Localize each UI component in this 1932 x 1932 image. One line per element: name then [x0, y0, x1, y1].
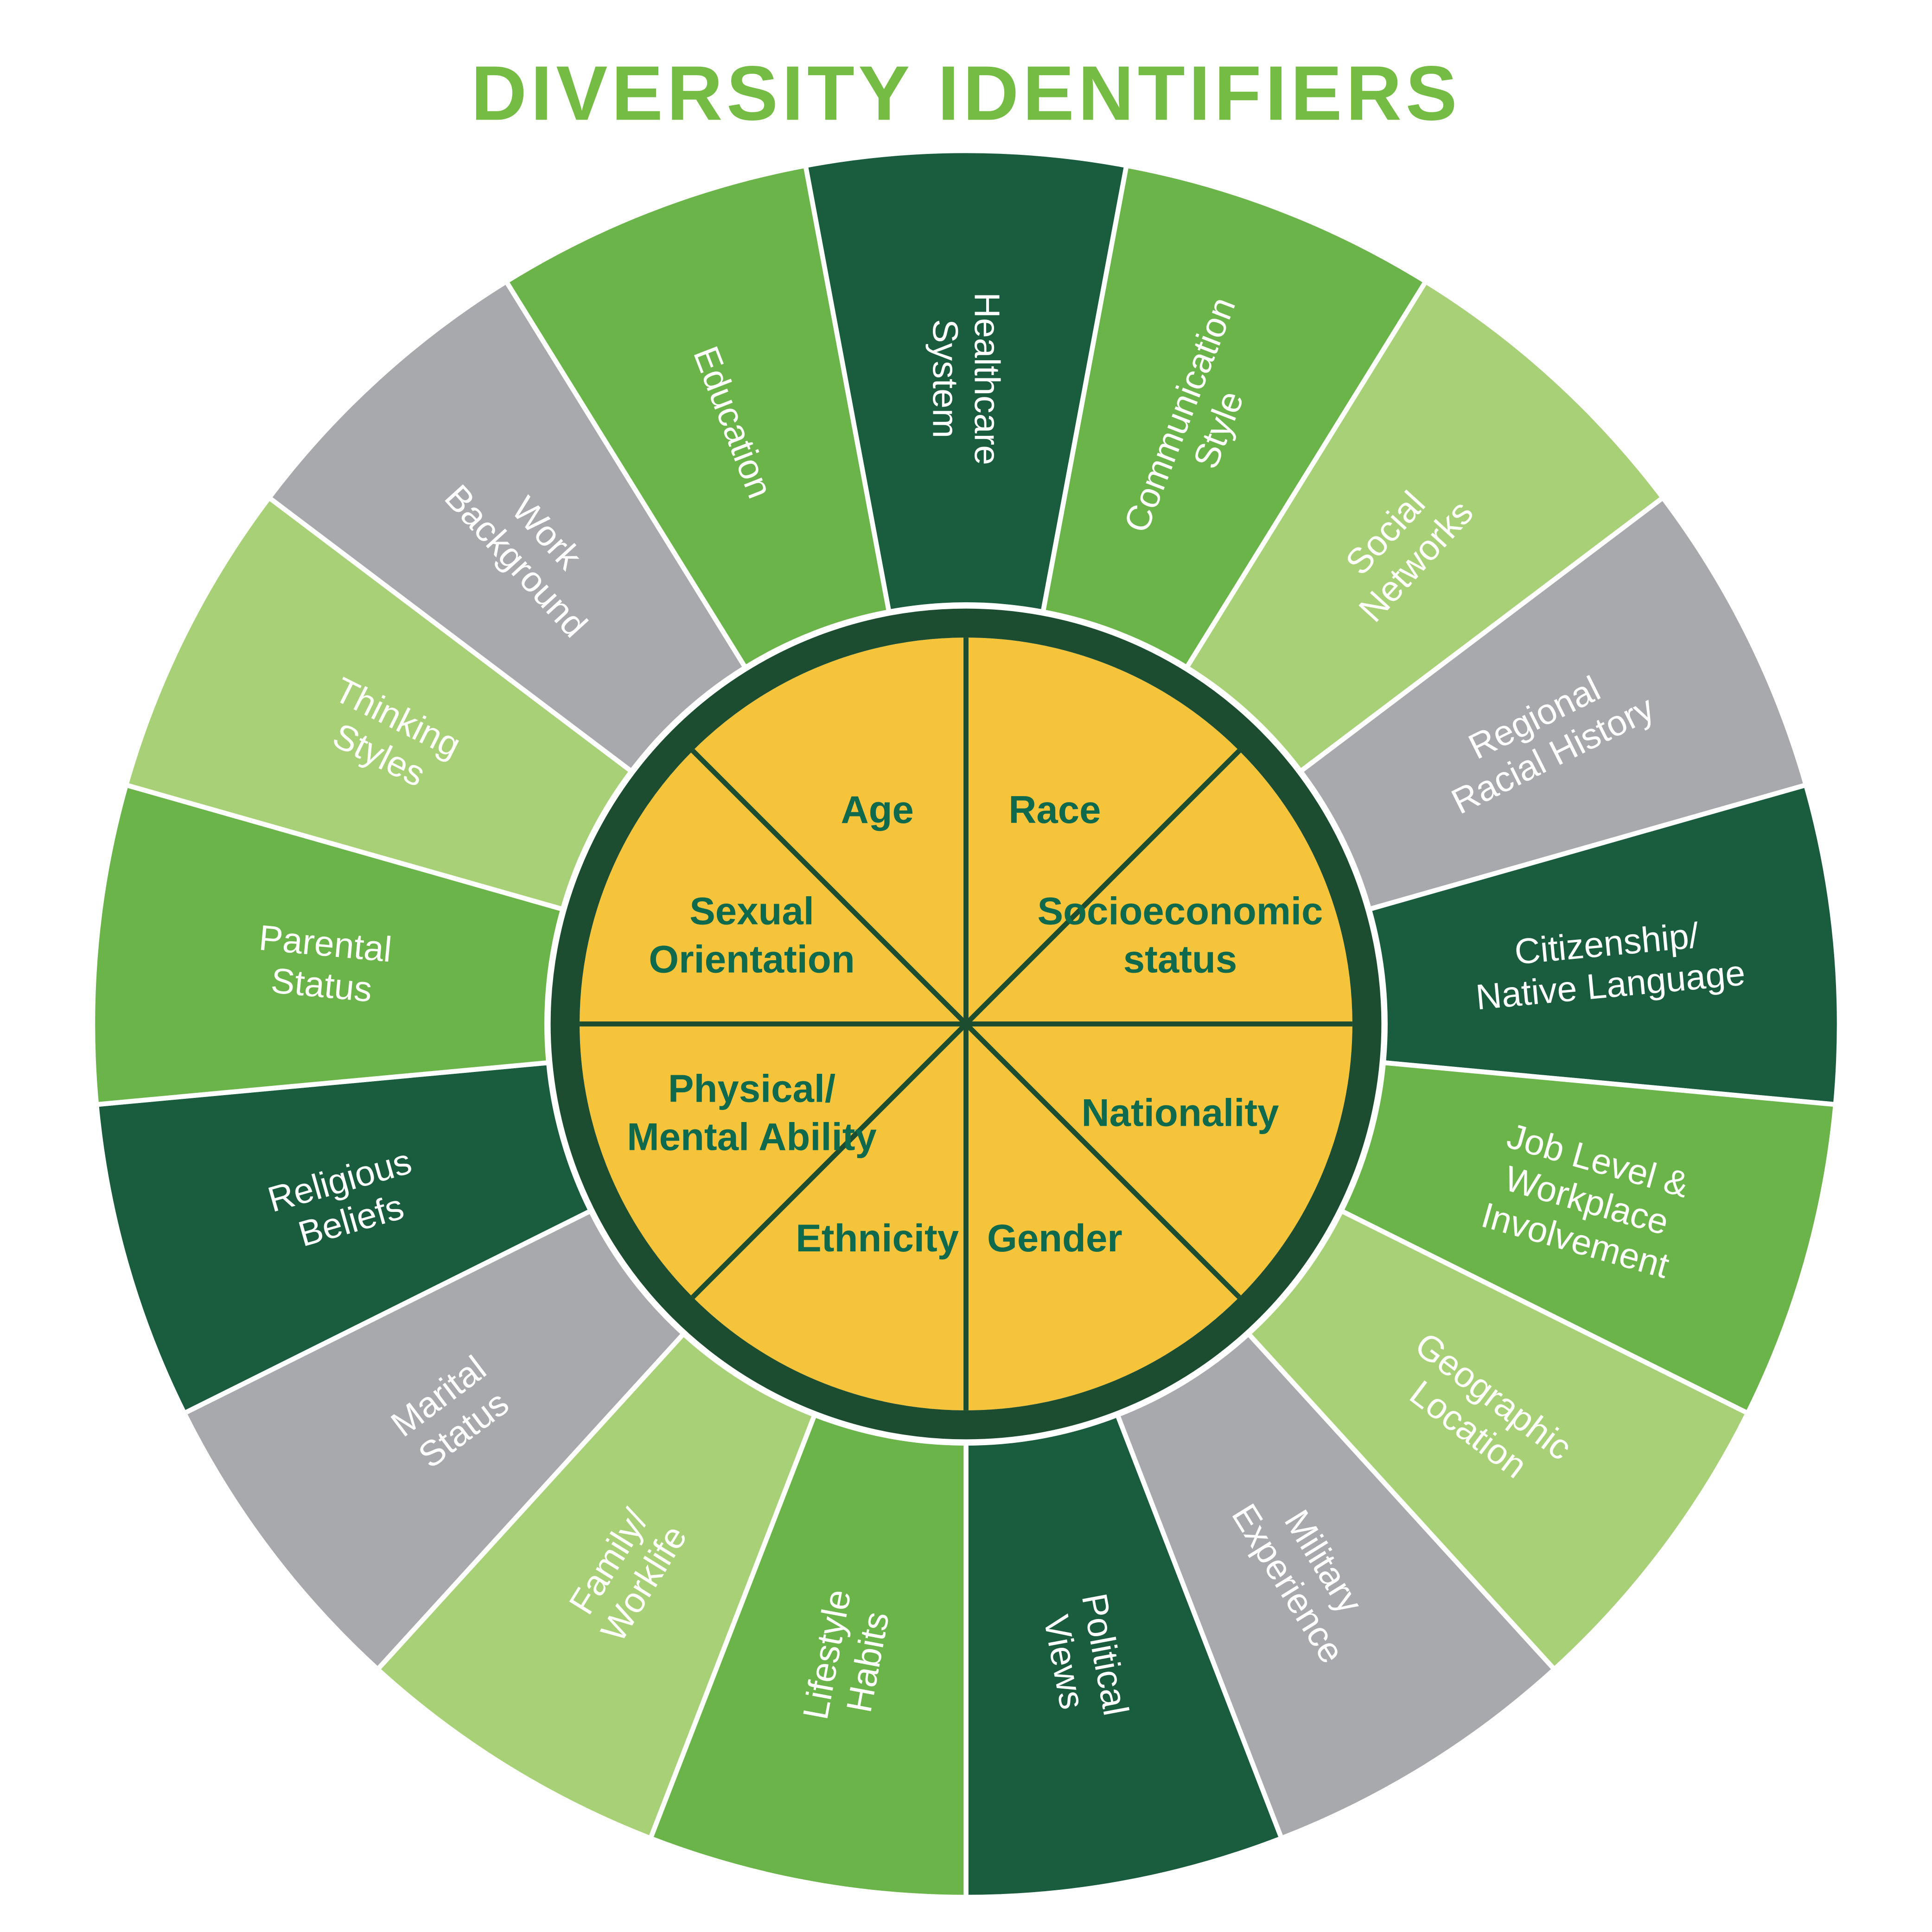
outer-segment-shape: [267, 279, 748, 774]
outer-segment-shape: [1184, 279, 1665, 774]
outer-segment-shape: [375, 1331, 817, 1841]
outer-segment-shape: [182, 1208, 686, 1672]
inner-wedge-label: Race: [1008, 788, 1101, 831]
outer-segment-shape: [1246, 1208, 1750, 1672]
outer-segment: ThinkingStyles: [123, 495, 634, 912]
outer-segment: HealthcareSystem: [803, 148, 1129, 614]
inner-ring-border: [550, 608, 1382, 1440]
outer-segment: Job Level &WorkplaceInvolvement: [1339, 1060, 1838, 1416]
inner-wedge-divider: [964, 749, 1241, 1026]
outer-segment: ParentalStatus: [90, 782, 565, 1107]
outer-segment: GeographicLocation: [1246, 1208, 1750, 1672]
outer-segment-shape: [648, 1412, 969, 1900]
outer-segment-shape: [1115, 1331, 1557, 1841]
outer-segment: WorkBackground: [267, 279, 748, 774]
page-title: DIVERSITY IDENTIFIERS: [471, 50, 1461, 136]
outer-segment-shape: [90, 782, 565, 1107]
outer-segment: RegionalRacial History: [1298, 495, 1809, 912]
inner-wedge-label: Ethnicity: [796, 1217, 959, 1260]
outer-segment: Education: [504, 163, 892, 670]
inner-wedge-divider: [691, 1022, 968, 1299]
outer-segment: MilitaryExperience: [1115, 1331, 1557, 1841]
outer-ring: HealthcareSystem CommunicationStyleSocial…: [90, 148, 1842, 1900]
outer-segment-shape: [94, 1060, 593, 1416]
outer-segment: ReligiousBeliefs: [94, 1060, 593, 1416]
outer-segment-shape: [1339, 1060, 1838, 1416]
outer-segment: MaritalStatus: [182, 1208, 686, 1672]
inner-wedge-divider: [691, 749, 968, 1026]
outer-segment-label: HealthcareSystem: [925, 292, 1007, 465]
inner-wedge-divider: [964, 1022, 1241, 1299]
outer-segment: Citizenship/Native Language: [1367, 782, 1842, 1107]
outer-segment-shape: [1367, 782, 1842, 1107]
outer-segment: SocialNetworks: [1184, 279, 1665, 774]
outer-segment-shape: [123, 495, 634, 912]
inner-wedge-label: Age: [841, 788, 913, 831]
outer-segment: PoliticalViews: [963, 1412, 1284, 1900]
outer-segment-shape: [1040, 163, 1428, 670]
inner-wedge-label: Nationality: [1081, 1091, 1279, 1134]
outer-segment-shape: [963, 1412, 1284, 1900]
outer-segment: Family/Worklife: [375, 1331, 817, 1841]
inner-wedge-label: Gender: [987, 1217, 1122, 1260]
outer-segment: LifestyleHabits: [648, 1412, 969, 1900]
outer-segment-shape: [1298, 495, 1809, 912]
inner-wedge-label: Physical/Mental Ability: [627, 1067, 877, 1158]
outer-segment-shape: [803, 148, 1129, 614]
outer-segment-shape: [504, 163, 892, 670]
outer-segment: CommunicationStyle: [1040, 163, 1428, 670]
